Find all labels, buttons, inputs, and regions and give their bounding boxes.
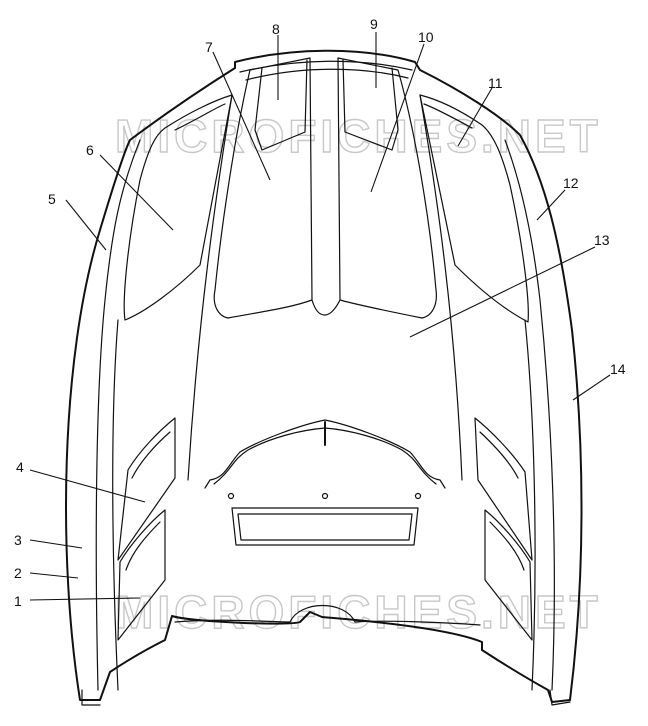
callout-9: 9 bbox=[370, 16, 378, 32]
callout-10: 10 bbox=[418, 29, 434, 45]
leader-lines bbox=[29, 32, 611, 601]
callout-1: 1 bbox=[14, 593, 22, 609]
callout-12: 12 bbox=[563, 175, 579, 191]
callout-labels: 1 2 3 4 5 6 7 8 9 10 11 12 13 14 bbox=[14, 16, 626, 609]
upper-left-vent bbox=[123, 94, 233, 321]
callout-5: 5 bbox=[48, 191, 56, 207]
watermark-bottom: MICROFICHES.NET bbox=[115, 586, 602, 638]
callout-14: 14 bbox=[610, 361, 626, 377]
callout-2: 2 bbox=[14, 565, 22, 581]
callout-7: 7 bbox=[205, 39, 213, 55]
callout-6: 6 bbox=[86, 142, 94, 158]
callout-13: 13 bbox=[594, 232, 610, 248]
upper-right-vent bbox=[419, 94, 529, 323]
lower-left-vents bbox=[117, 417, 176, 641]
callout-3: 3 bbox=[14, 532, 22, 548]
license-plate-recess bbox=[231, 507, 419, 546]
body-panel-lines bbox=[187, 94, 463, 481]
windshield-mount bbox=[204, 419, 446, 500]
callout-4: 4 bbox=[16, 459, 24, 475]
callout-8: 8 bbox=[272, 21, 280, 37]
front-bumper-notch bbox=[81, 604, 571, 706]
lower-right-vents bbox=[474, 417, 533, 641]
center-intake bbox=[213, 57, 437, 319]
callout-11: 11 bbox=[488, 75, 503, 91]
